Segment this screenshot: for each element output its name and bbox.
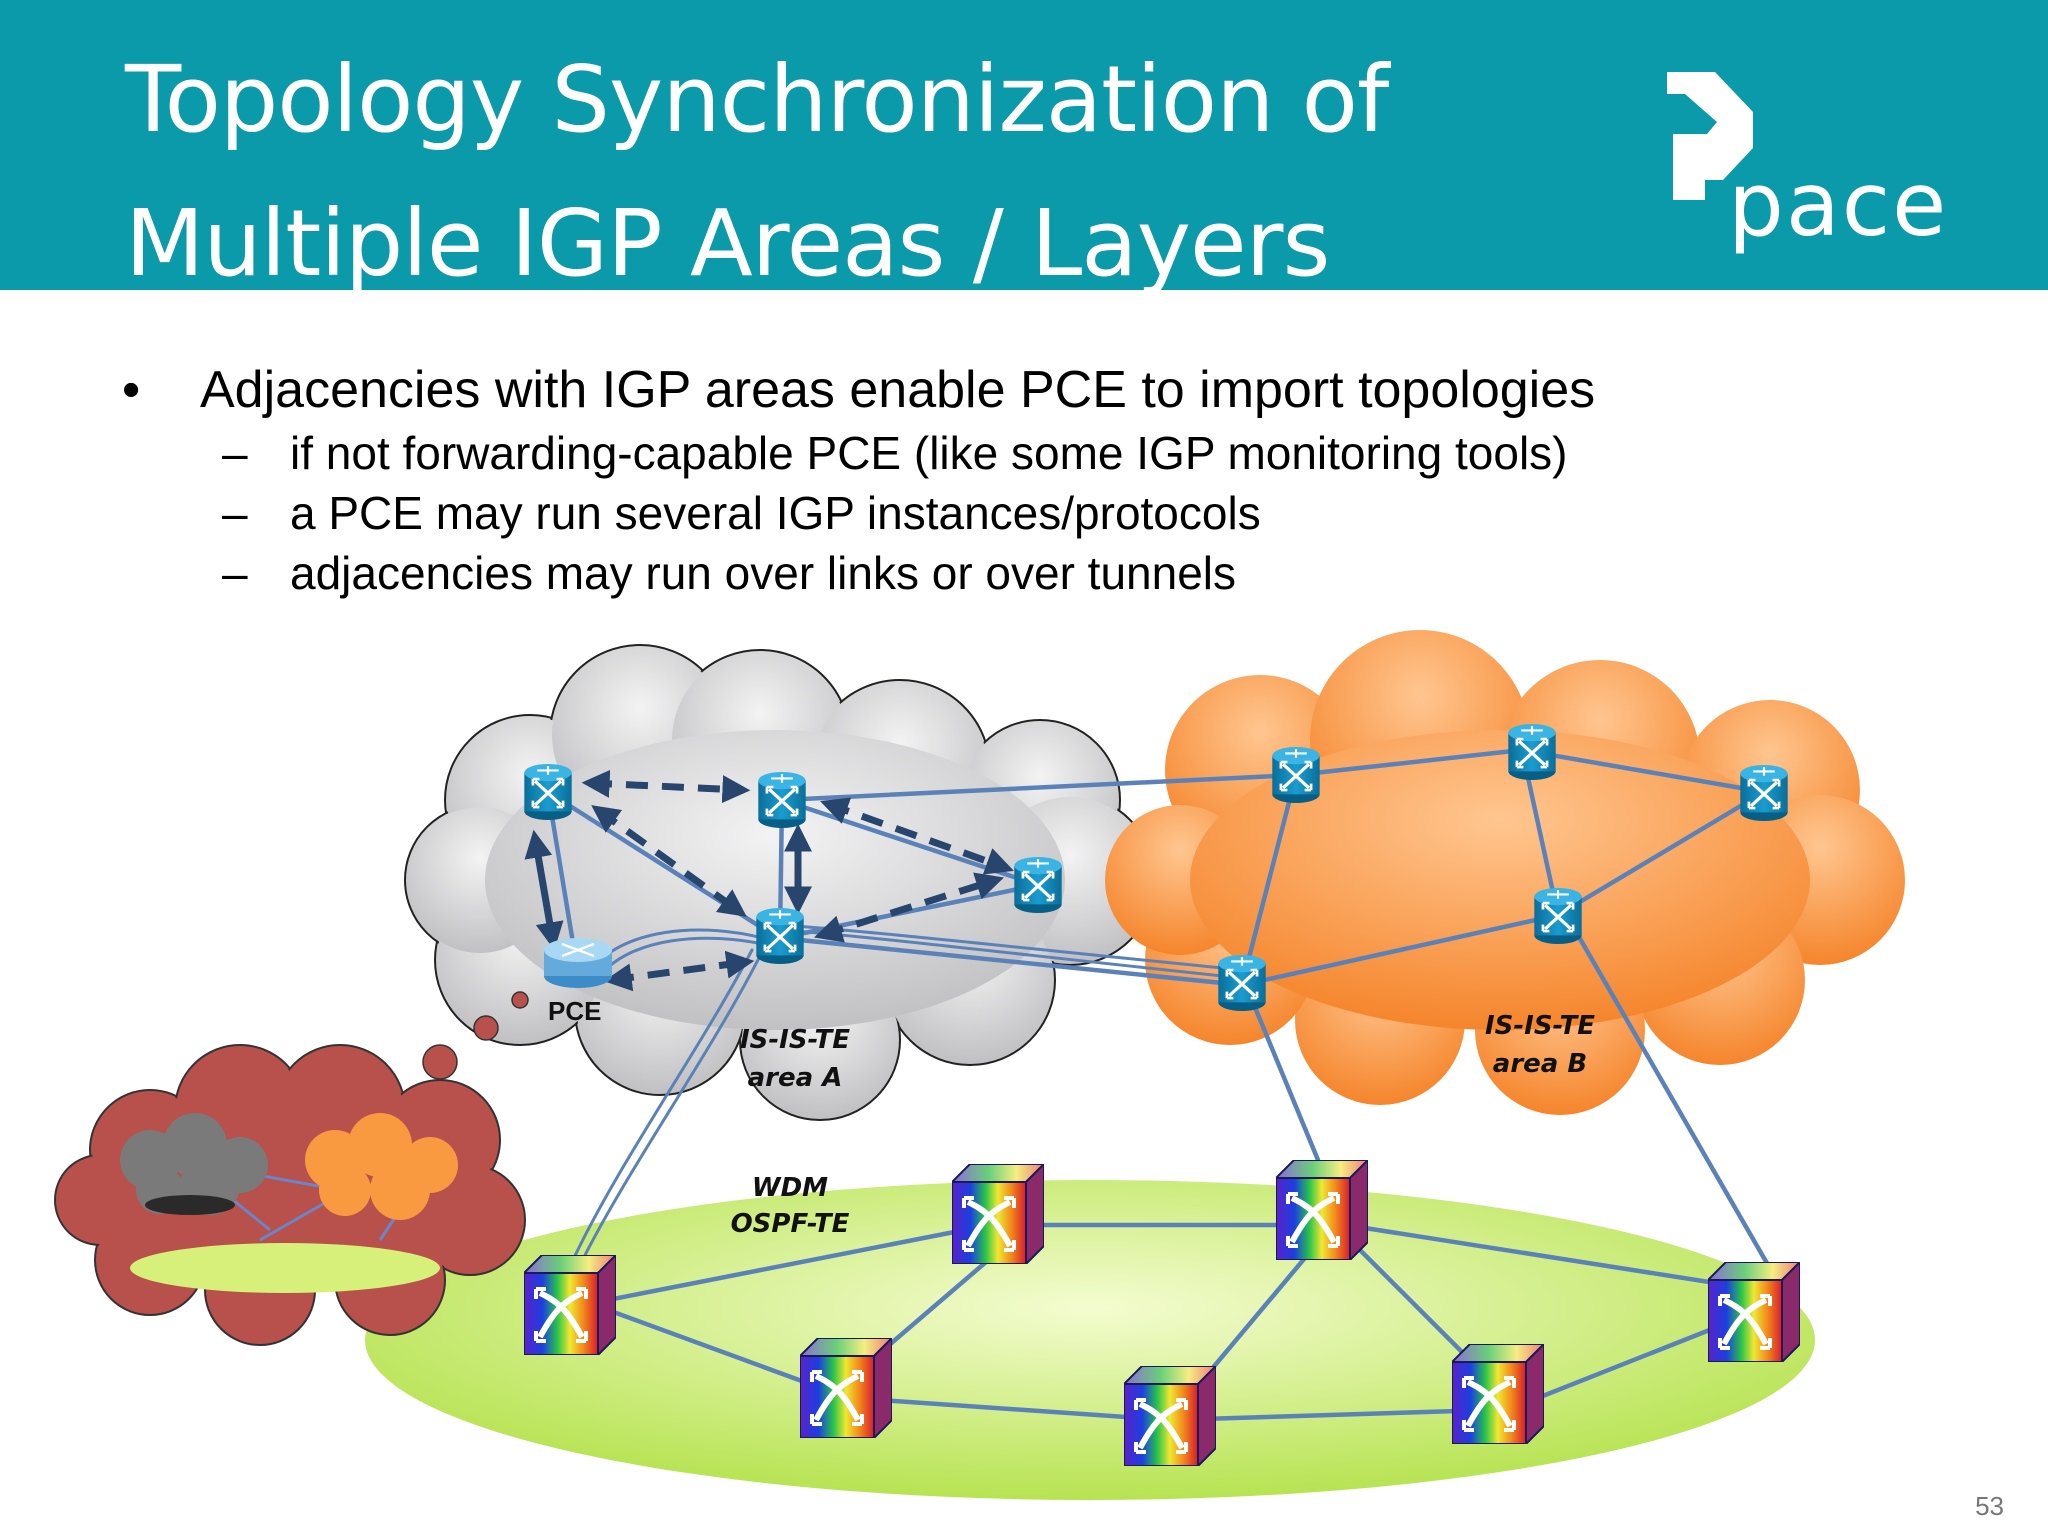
sub-bullet-3: –adjacencies may run over links or over … [222,543,1236,603]
pce-router-icon [544,938,612,988]
optical-switch-icon [1276,1160,1368,1260]
page-number: 53 [1975,1491,2004,1521]
bullet-dot: • [122,361,141,419]
sub-bullet-text: if not forwarding-capable PCE (like some… [290,427,1568,479]
area-b-label-1: IS-IS-TE [1485,1011,1595,1041]
thought-dot-1 [511,991,529,1009]
title-bar: Topology Synchronization of Multiple IGP… [0,0,2048,297]
adjacency-arrows-solid [524,823,812,951]
optical-switch-icon [800,1338,892,1438]
wdm-label-2: OSPF-TE [731,1209,850,1239]
area-a-label-2: area A [748,1063,843,1093]
sub-bullet-text: a PCE may run several IGP instances/prot… [290,487,1261,539]
sub-bullet-text: adjacencies may run over links or over t… [290,547,1237,599]
bullet-main-text: Adjacencies with IGP areas enable PCE to… [200,361,1596,419]
title-line-1: Topology Synchronization of [125,46,1389,153]
sub-bullet-dash: – [222,547,248,599]
router-icon [1506,724,1558,780]
router-icon [1012,857,1064,913]
router-icon [756,772,808,828]
router-icon [522,764,574,820]
sub-bullet-1: –if not forwarding-capable PCE (like som… [222,423,1568,483]
sub-bullet-2: –a PCE may run several IGP instances/pro… [222,483,1261,543]
router-icon [1270,747,1322,803]
optical-switch-icon [952,1164,1044,1264]
adjacency-arrows [581,769,1014,992]
area-a-label-1: IS-IS-TE [740,1025,850,1055]
router-icon [1532,888,1584,944]
sub-bullet-dash: – [222,427,248,479]
pace-logo-icon [1667,72,1753,200]
slide-title: Topology Synchronization of Multiple IGP… [125,28,1575,316]
pce-label: PCE [548,996,601,1026]
optical-switch-icon [524,1255,616,1355]
wdm-links [607,1222,1761,1423]
title-line-2: Multiple IGP Areas / Layers [125,190,1330,297]
optical-switch-icon [1708,1262,1800,1362]
wdm-label-1: WDM [752,1173,828,1203]
bullet-main: • Adjacencies with IGP areas enable PCE t… [122,355,1595,425]
sub-bullet-dash: – [222,487,248,539]
router-icon [754,908,806,964]
optical-switch-icon [1452,1344,1544,1444]
router-icon [1738,765,1790,821]
optical-switch-icon [1124,1366,1216,1466]
area-b-label-2: area B [1493,1049,1587,1079]
thought-dot-3 [422,1044,458,1080]
logo-text: pace [1728,153,1949,256]
mini-topology [120,1113,458,1293]
cloud-area-b [1105,630,1905,1115]
router-icon [1216,955,1268,1011]
thought-dot-2 [473,1015,499,1041]
